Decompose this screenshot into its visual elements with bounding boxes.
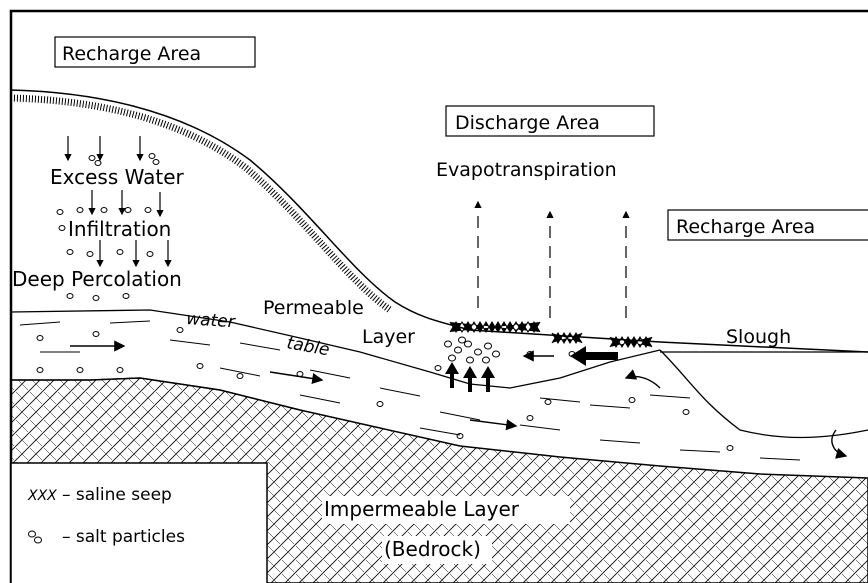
frame-border [9,9,868,583]
recharge-left-label: Recharge Area [62,43,201,65]
recharge-right-box [667,209,868,241]
discharge-label: Discharge Area [455,112,600,134]
table-label: table [285,333,331,360]
impermeable-label-backing [322,496,570,524]
evapotranspiration-label: Evapotranspiration [436,159,617,181]
permeable-layer-bottom [11,377,301,411]
up-arrow-icon [445,362,495,392]
water-table-line [10,309,661,389]
flow-arrow-icon [70,340,848,459]
bedrock-label: (Bedrock) [384,537,481,561]
water-label: water [186,309,237,332]
slough-basin [659,349,868,439]
ground-surface [10,89,868,353]
layer-label: Layer [362,326,415,348]
infiltration-label: Infiltration [68,217,171,241]
recharge-right-label: Recharge Area [676,216,815,238]
deep-percolation-label: Deep Percolation [12,267,182,291]
legend-salt-icon [28,530,42,544]
bedrock-label-backing [382,536,492,564]
impermeable-label: Impermeable Layer [324,497,520,521]
permeable-label: Permeable [263,297,364,319]
slough-label: Slough [726,326,791,348]
recharge-left-box [54,36,256,68]
legend-seep-text: – saline seep [62,485,172,505]
saline-seep-icon [449,321,653,348]
legend-seep-symbol: XXX [27,488,57,504]
permeable-layer-texture [19,320,801,461]
discharge-box [445,105,655,137]
ground-surface-hatch [10,94,393,313]
legend-salt-text: – salt particles [62,527,185,547]
discharge-flow-arrow [570,346,618,366]
legend-box [10,462,268,583]
down-arrow-icon [64,136,172,268]
evapotranspiration-arrows [474,200,630,318]
excess-water-label: Excess Water [50,165,185,189]
